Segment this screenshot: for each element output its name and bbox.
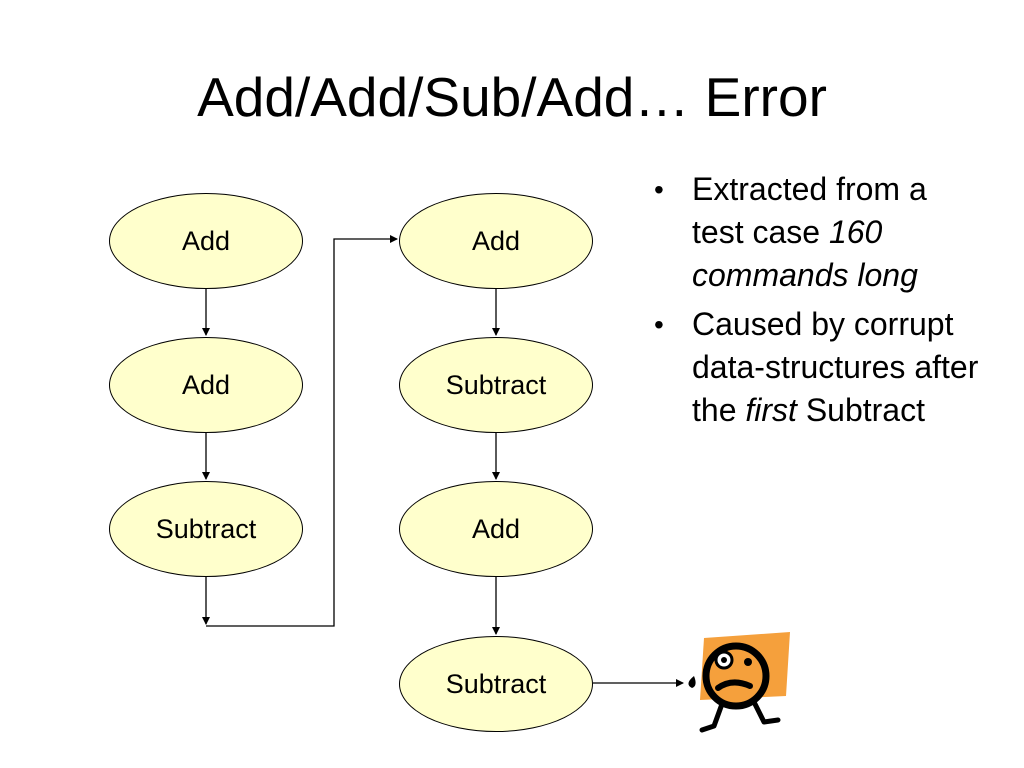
bullet-list: • Extracted from a test case 160 command… bbox=[646, 168, 986, 438]
bullet-emphasis: first bbox=[745, 392, 797, 428]
bullet-text-after: Subtract bbox=[796, 392, 925, 428]
flow-node-right-subtract-2: Subtract bbox=[399, 636, 593, 732]
bullet-item: • Extracted from a test case 160 command… bbox=[646, 168, 986, 297]
bullet-marker: • bbox=[654, 174, 664, 205]
flow-node-right-add-1: Add bbox=[399, 193, 593, 289]
flow-node-right-add-2: Add bbox=[399, 481, 593, 577]
bullet-text: Extracted from a test case bbox=[692, 171, 927, 250]
flow-node-left-add-1: Add bbox=[109, 193, 303, 289]
face-pupil-left bbox=[721, 657, 727, 663]
bullet-marker: • bbox=[654, 309, 664, 340]
flow-node-left-add-2: Add bbox=[109, 337, 303, 433]
flow-node-left-subtract: Subtract bbox=[109, 481, 303, 577]
bullet-emphasis: 160 commands long bbox=[692, 214, 918, 293]
face-sweat-drop bbox=[688, 676, 696, 688]
connector-left-to-right bbox=[206, 235, 398, 627]
face-leg-left bbox=[699, 701, 725, 733]
face-mouth bbox=[715, 679, 753, 691]
face-leg-right bbox=[751, 699, 781, 725]
bullet-text: Caused by corrupt data-structures after … bbox=[692, 306, 979, 428]
distressed-face-icon bbox=[688, 632, 790, 733]
bullet-item: • Caused by corrupt data-structures afte… bbox=[646, 303, 986, 432]
face-eye-right bbox=[744, 658, 752, 666]
flow-node-right-subtract-1: Subtract bbox=[399, 337, 593, 433]
face-head bbox=[702, 642, 770, 710]
slide-title: Add/Add/Sub/Add… Error bbox=[197, 66, 827, 128]
